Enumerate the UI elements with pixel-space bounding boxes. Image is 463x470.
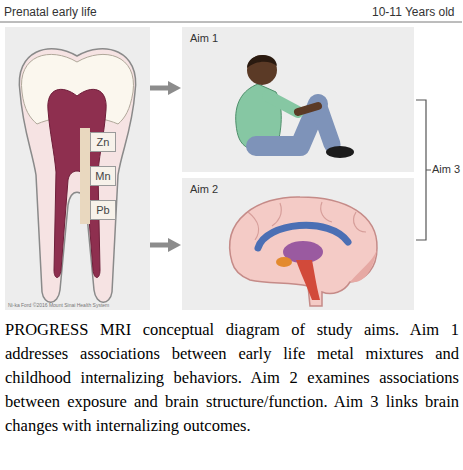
arrow-head	[168, 81, 181, 95]
timeline-label: Prenatal early life	[4, 5, 97, 19]
metal-strip	[80, 128, 90, 224]
aim-panel: Aim 2	[182, 178, 414, 310]
aim-bracket	[416, 100, 431, 240]
node-text: Aim 2	[190, 183, 218, 195]
metal-box: Zn	[90, 132, 116, 152]
tooth-outline	[19, 49, 135, 302]
flow-arrows	[150, 81, 181, 252]
arrow-shaft	[150, 86, 170, 91]
enamel-crown	[21, 54, 133, 124]
node-text: Pb	[96, 204, 109, 216]
metal-box: Mn	[90, 166, 116, 186]
node-text: Zn	[97, 136, 110, 148]
timeline-label: 10-11 Years old	[372, 5, 455, 19]
arrow-shaft	[150, 243, 170, 248]
metal-box: Pb	[90, 200, 116, 220]
aim-label: Aim 3	[432, 163, 460, 175]
aim-panel: Aim 1	[182, 27, 414, 172]
credit-watermark: Ni-ka Ford ©2016 Mount Sinai Health Syst…	[8, 302, 109, 308]
figure-caption: PROGRESS MRI conceptual diagram of study…	[5, 318, 459, 438]
node-text: Aim 1	[190, 32, 218, 44]
tooth-illustration	[19, 49, 135, 302]
tooth-panel	[5, 27, 150, 310]
node-text: Mn	[95, 170, 110, 182]
timeline-rule	[0, 22, 462, 23]
arrow-head	[168, 238, 181, 252]
